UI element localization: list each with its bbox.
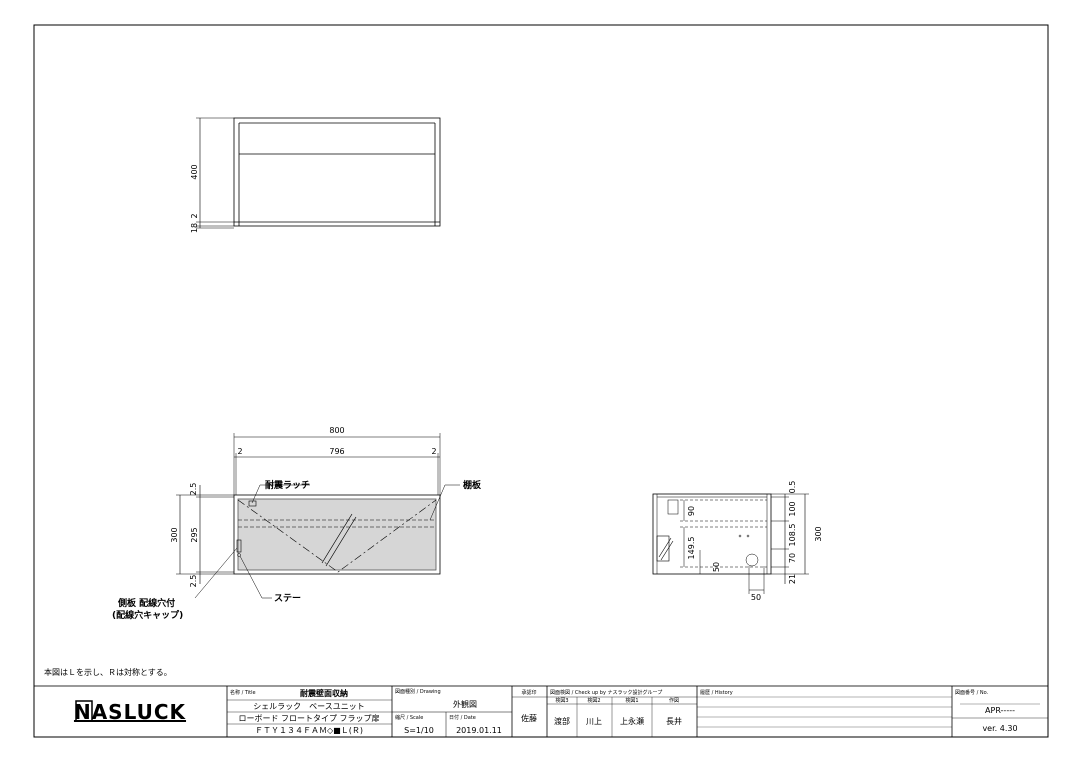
- front-height-dim: 400: [190, 164, 199, 179]
- logo-n-box: [75, 700, 93, 722]
- plan-view: [176, 433, 460, 599]
- front-bottom-dim-b: 18: [190, 223, 199, 233]
- check-name-3: 渡部: [554, 716, 570, 726]
- company-logo: NASLUCK: [74, 700, 187, 724]
- check-name-draw: 長井: [666, 716, 682, 726]
- title-line-1: 耐震壁面収納: [300, 688, 348, 698]
- side-dim-300: 300: [814, 526, 823, 541]
- plan-left-dim: 2: [237, 447, 242, 456]
- front-view: [196, 117, 441, 229]
- title-line-2: シェルラック ベースユニット: [253, 702, 365, 711]
- drawing-note: 本図はＬを示し、Ｒは対称とする。: [44, 667, 172, 677]
- history-header: 履歴 / History: [700, 690, 733, 696]
- drawing-header: 図面種別 / Drawing: [395, 688, 441, 695]
- latch-label: 耐震ラッチ: [265, 479, 310, 491]
- plan-inner-height-dim: 295: [190, 527, 199, 542]
- scale-header: 縮尺 / Scale: [395, 714, 423, 721]
- side-dim-50: 50: [712, 562, 721, 572]
- drawing-no: APR-----: [985, 706, 1015, 715]
- side-dim-108: 108.5: [788, 524, 797, 547]
- check-name-1: 上永瀬: [620, 716, 644, 726]
- side-view: [652, 493, 809, 594]
- side-bottom-dim: 50: [751, 593, 761, 602]
- plan-right-dim: 2: [431, 447, 436, 456]
- side-dim-149: 149.5: [687, 537, 696, 560]
- plan-inner-dim: 796: [329, 447, 344, 456]
- approver-name: 佐藤: [521, 713, 537, 723]
- side-dim-21: 21: [788, 574, 797, 584]
- plan-height-dim: 300: [170, 527, 179, 542]
- check-col-1: 検図1: [625, 697, 638, 704]
- title-line-4: ＦＴＹ１３４ＦＡＭ◇■Ｌ(Ｒ): [255, 726, 363, 735]
- check-col-2: 検図2: [587, 697, 600, 704]
- title-header: 名称 / Title: [230, 689, 256, 696]
- title-line-3: ローボード フロートタイプ フラップ扉: [238, 713, 379, 723]
- version: ver. 4.30: [982, 724, 1017, 733]
- check-col-3: 検図3: [555, 697, 568, 704]
- side-dim-100: 100: [788, 501, 797, 516]
- side-dim-90: 90: [687, 506, 696, 516]
- plan-top-dim: 2.5: [189, 483, 198, 496]
- date-value: 2019.01.11: [456, 726, 502, 735]
- check-col-draw: 作図: [669, 697, 679, 704]
- side-panel-note: (配線穴キャップ): [112, 609, 183, 621]
- sheet-border: [33, 24, 1049, 738]
- check-name-2: 川上: [586, 717, 602, 726]
- side-dim-70: 70: [788, 553, 797, 563]
- title-block: [33, 685, 1049, 738]
- shelf-label: 棚板: [463, 479, 482, 491]
- check-header: 図面検図 / Check up by ナスラック設計グループ: [550, 689, 662, 696]
- front-bottom-dim-a: 2: [190, 213, 199, 218]
- side-dim-0-5: 0.5: [788, 481, 797, 494]
- side-panel-label: 側板 配線穴付: [117, 597, 175, 609]
- date-header: 日付 / Date: [449, 714, 476, 721]
- stay-label: ステー: [274, 593, 301, 604]
- plan-overall-dim: 800: [329, 426, 344, 435]
- plan-bottom-dim: 2.5: [189, 575, 198, 588]
- approver-header: 承認印: [521, 689, 536, 696]
- drawing-no-header: 図面番号 / No.: [955, 689, 989, 696]
- scale-value: S=1/10: [404, 726, 434, 735]
- drawing-type: 外観図: [453, 699, 477, 709]
